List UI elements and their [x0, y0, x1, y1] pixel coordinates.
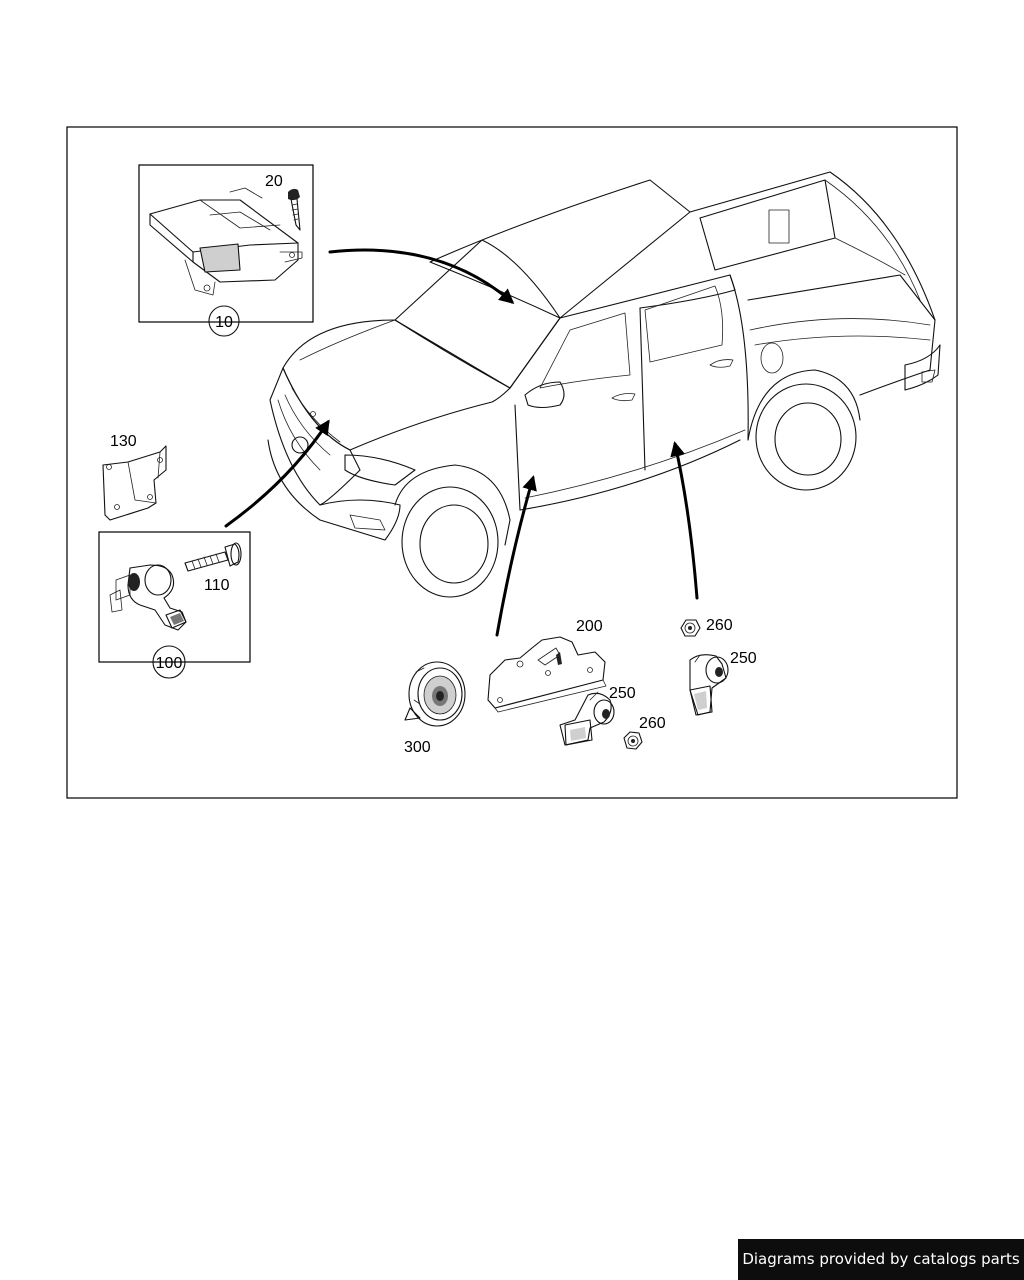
- callout-10-circle: [208, 305, 240, 337]
- callout-100: 100: [156, 655, 183, 672]
- arrow-250-to-c-pillar: [670, 441, 699, 600]
- callout-250-upper: 250: [730, 650, 757, 667]
- arrow-200-to-b-pillar: [495, 475, 537, 637]
- callout-20: 20: [265, 173, 283, 190]
- callout-260-lower: 260: [639, 715, 666, 732]
- nut-260-lower-illustration: [623, 731, 643, 750]
- footer-credit: Diagrams provided by catalogs parts: [738, 1239, 1024, 1280]
- arrow-10-to-cab: [328, 248, 515, 304]
- callout-130: 130: [110, 433, 137, 450]
- part-10-box: [138, 164, 314, 323]
- pickup-truck-illustration: [267, 171, 941, 598]
- callout-300: 300: [404, 739, 431, 756]
- callout-200: 200: [576, 618, 603, 635]
- bolt-110-illustration: [184, 542, 242, 572]
- part-100-box: [98, 531, 251, 663]
- arrow-100-to-front: [224, 419, 330, 528]
- callout-10: 10: [215, 314, 233, 331]
- speaker-300-illustration: [404, 661, 466, 727]
- sensor-250-upper-illustration: [689, 654, 729, 716]
- sensor-250-lower-illustration: [559, 691, 615, 746]
- diagram-frame: [66, 126, 958, 799]
- callout-100-circle: [152, 645, 186, 679]
- callout-110: 110: [204, 577, 230, 594]
- sensor-100-illustration: [109, 564, 187, 631]
- callout-260-upper: 260: [706, 617, 733, 634]
- nut-260-upper-illustration: [680, 619, 701, 637]
- bracket-200-illustration: [487, 636, 607, 713]
- control-unit-illustration: [149, 187, 303, 296]
- bracket-130-illustration: [102, 445, 167, 521]
- screw-20-illustration: [288, 188, 301, 231]
- callout-250-lower: 250: [609, 685, 636, 702]
